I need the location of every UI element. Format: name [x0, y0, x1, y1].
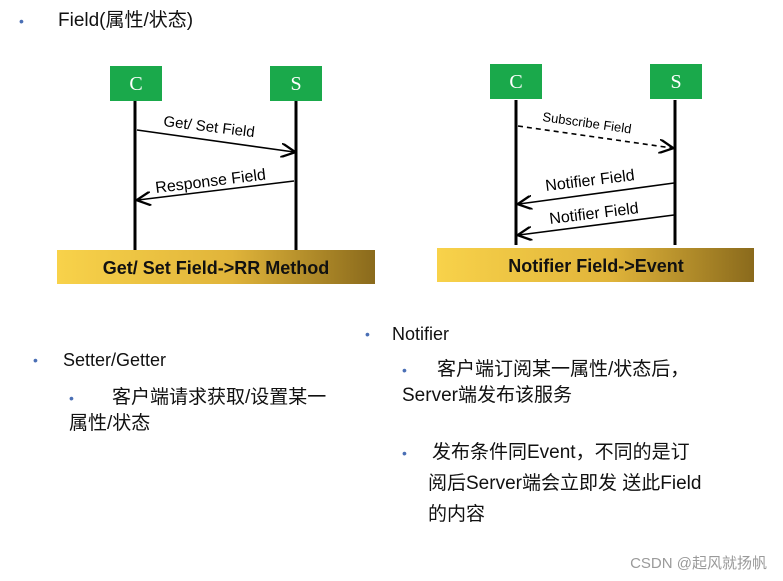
right-diagram: C S Subscribe Field Notifier Field Notif… [437, 64, 754, 282]
response-label: Response Field [154, 167, 266, 197]
left-diagram: C S Get/ Set Field Response Field Get/ S… [57, 66, 375, 284]
notifier-p1-line1: 客户端订阅某一属性/状态后， [437, 359, 690, 380]
bullet-icon: • [402, 445, 407, 461]
bullet-icon: • [19, 13, 24, 29]
server-node [270, 66, 322, 101]
notifier-p1-line2: Server端发布该服务 [402, 385, 572, 406]
subscribe-arrow [517, 125, 672, 148]
notify-arrow-2 [519, 214, 675, 235]
client-node [110, 66, 162, 101]
event-banner [437, 248, 754, 282]
server-node [650, 64, 702, 99]
subscribe-label: Subscribe Field [542, 109, 633, 136]
request-label: Get/ Set Field [163, 113, 256, 141]
server-node-label: S [290, 73, 301, 95]
client-node-label: C [509, 71, 522, 93]
setter-getter-desc-line2: 属性/状态 [69, 413, 151, 434]
event-banner-label: Notifier Field->Event [508, 256, 684, 276]
bullet-icon: • [402, 362, 407, 378]
bullet-icon: • [69, 390, 74, 406]
bullet-icon: • [365, 326, 370, 342]
notifier-heading: Notifier [392, 324, 450, 344]
notify-label-2: Notifier Field [548, 200, 639, 228]
response-arrow [138, 180, 295, 200]
notifier-p2-line3: 的内容 [428, 504, 486, 525]
rr-method-banner [57, 250, 375, 284]
setter-getter-heading: Setter/Getter [63, 350, 167, 370]
client-node-label: C [129, 73, 142, 95]
client-node [490, 64, 542, 99]
rr-method-banner-label: Get/ Set Field->RR Method [103, 258, 330, 278]
notifier-p2-line1: 发布条件同Event，不同的是订 [432, 442, 690, 463]
page-title: Field(属性/状态) [58, 10, 194, 31]
setter-getter-desc-line1: 客户端请求获取/设置某一 [112, 387, 327, 408]
sequence-diagrams: C S Get/ Set Field Response Field Get/ S… [57, 64, 754, 284]
notifier-p2-line2: 阅后Server端会立即发 送此Field [428, 473, 702, 494]
request-arrow [136, 129, 294, 152]
notify-arrow-1 [519, 182, 675, 204]
server-node-label: S [670, 71, 681, 93]
watermark: CSDN @起风就扬帆 [630, 555, 767, 572]
bullet-icon: • [33, 352, 38, 368]
